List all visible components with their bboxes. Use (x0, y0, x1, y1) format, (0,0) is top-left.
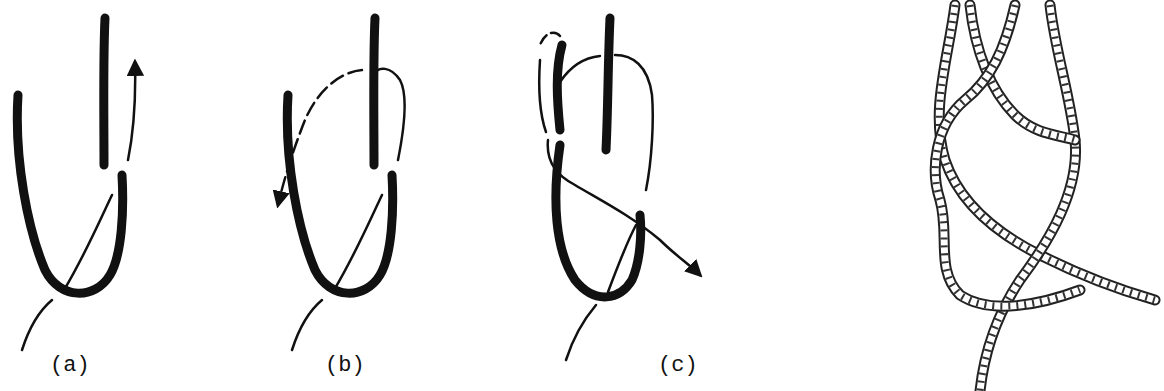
rope-strand (935, 5, 1080, 306)
step-c-drawing (539, 18, 700, 360)
rope-knot-drawing (935, 5, 1155, 391)
rope-strand (939, 5, 1155, 300)
step-label: (a) (50, 355, 90, 377)
rope-strand (935, 5, 1080, 306)
rope-strand (939, 5, 1155, 300)
step-label: (b) (325, 355, 365, 377)
step-a-drawing (17, 18, 135, 350)
rope-strand (939, 5, 1155, 300)
step-label: (c) (658, 355, 698, 377)
step-b-drawing (278, 18, 405, 350)
rope-strand (935, 5, 1080, 306)
